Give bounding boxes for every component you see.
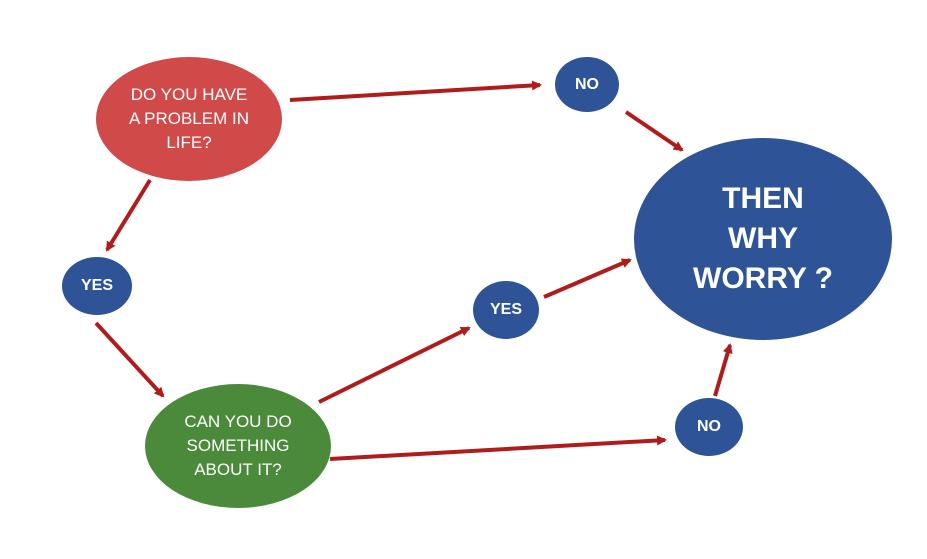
yes-problem-label: YES [80, 277, 113, 294]
arrow-problem-to-no [289, 80, 542, 102]
yes-action-label: YES [489, 301, 522, 318]
no-action-node: NO [675, 398, 743, 456]
conclusion-node: THEN WHY WORRY ? [634, 138, 892, 340]
action-question-node: CAN YOU DO SOMETHING ABOUT IT? [145, 384, 331, 508]
action-question-label: CAN YOU DO SOMETHING ABOUT IT? [184, 412, 292, 479]
problem-question-label: DO YOU HAVE A PROBLEM IN LIFE? [129, 85, 249, 152]
arrow-action-to-yes [318, 326, 471, 404]
yes-action-node: YES [473, 281, 539, 339]
conclusion-label: THEN WHY WORRY ? [693, 182, 833, 295]
arrow-action-to-no [329, 435, 667, 461]
arrow-problem-to-yes [105, 178, 152, 252]
no-action-label: NO [697, 418, 721, 435]
problem-question-node: DO YOU HAVE A PROBLEM IN LIFE? [96, 57, 282, 181]
no-problem-node: NO [555, 57, 619, 112]
arrow-yes-to-conclusion [543, 258, 632, 299]
arrow-no-to-conclusion [624, 110, 684, 152]
no-problem-label: NO [575, 75, 599, 93]
yes-problem-node: YES [62, 257, 132, 315]
arrow-yes-to-action [94, 321, 165, 398]
arrow-no-to-conclusion-bottom [713, 343, 733, 397]
